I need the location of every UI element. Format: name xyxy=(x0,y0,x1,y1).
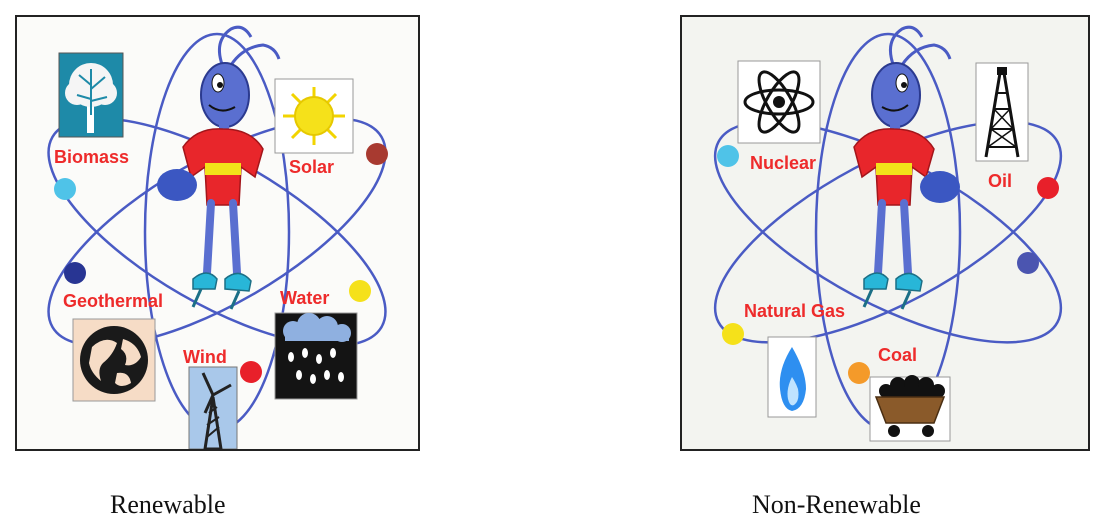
rain-cloud-icon xyxy=(274,312,358,400)
coal-cart-icon xyxy=(869,375,951,442)
label-nuclear: Nuclear xyxy=(750,153,816,173)
label-biomass: Biomass xyxy=(54,147,129,167)
oil-derrick-icon xyxy=(975,62,1029,162)
orbit-dot-brown xyxy=(366,143,388,165)
label-coal: Coal xyxy=(878,345,917,365)
globe-icon xyxy=(72,318,156,402)
caption-renewable: Renewable xyxy=(110,490,226,519)
renewable-diagram-art: Biomass Solar Geothermal Water Wind xyxy=(47,25,388,449)
label-wind: Wind xyxy=(183,347,227,367)
label-solar: Solar xyxy=(289,157,334,177)
non-renewable-diagram: Nuclear Oil Natural Gas Coal xyxy=(680,15,1090,451)
label-natural-gas: Natural Gas xyxy=(744,301,845,321)
caption-non-renewable: Non-Renewable xyxy=(752,490,921,519)
orbit-dot-light-blue xyxy=(717,145,739,167)
label-geothermal: Geothermal xyxy=(63,291,163,311)
orbit-dot-indigo xyxy=(1017,252,1039,274)
sun-icon xyxy=(274,78,354,154)
gas-flame-icon xyxy=(767,336,817,418)
renewable-diagram: Biomass Solar Geothermal Water Wind xyxy=(15,15,420,451)
mascot-ant xyxy=(853,25,960,310)
orbit-dot-navy xyxy=(64,262,86,284)
orbit-dot-yellow xyxy=(349,280,371,302)
orbit-dot-red xyxy=(1037,177,1059,199)
orbit-dot-light-blue xyxy=(54,178,76,200)
non-renewable-diagram-art: Nuclear Oil Natural Gas Coal xyxy=(713,25,1063,442)
tree-icon xyxy=(58,52,124,138)
wind-turbine-icon xyxy=(188,366,238,449)
orbit-dot-red xyxy=(240,361,262,383)
orbit-dot-yellow xyxy=(722,323,744,345)
label-oil: Oil xyxy=(988,171,1012,191)
atom-icon xyxy=(737,60,821,144)
label-water: Water xyxy=(280,288,329,308)
mascot-ant xyxy=(157,25,281,310)
orbit-dot-orange xyxy=(848,362,870,384)
